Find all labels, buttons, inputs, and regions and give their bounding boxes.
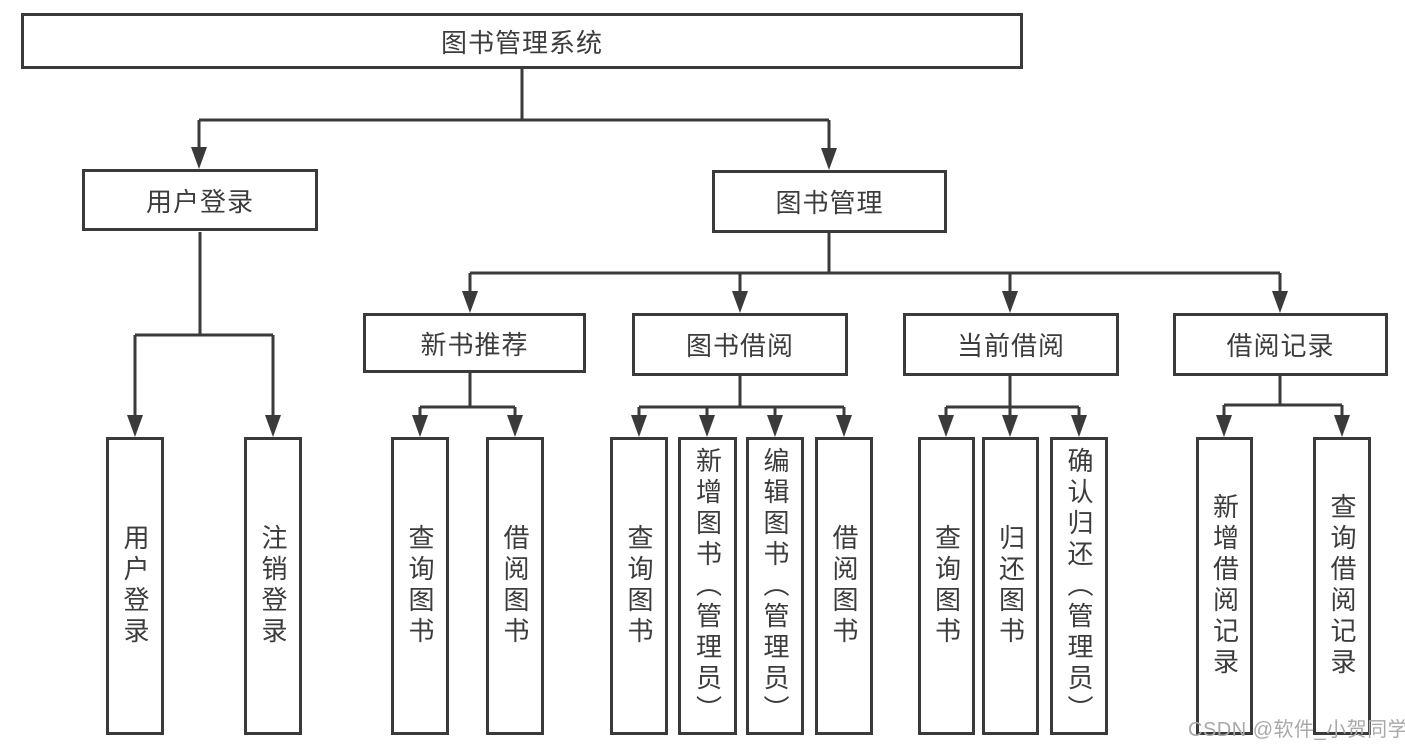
arrow-down-icon: [836, 415, 852, 437]
leaf-return-book-label: 归还图书: [995, 524, 1026, 648]
leaf-borrow-query-book-label: 查询图书: [624, 524, 654, 648]
leaf-borrow-book: 借阅图书: [815, 437, 873, 735]
tree-connector-path: [133, 69, 1344, 417]
arrow-down-icon: [767, 415, 783, 437]
leaf-recommend-borrow-book-label: 借阅图书: [500, 524, 530, 648]
leaf-borrow-query-book: 查询图书: [610, 437, 668, 735]
leaf-recommend-query-book: 查询图书: [391, 437, 449, 735]
arrow-down-icon: [412, 415, 428, 437]
node-borrow-record-label: 借阅记录: [1226, 331, 1335, 361]
leaf-current-query-book-label: 查询图书: [931, 524, 962, 648]
arrow-down-icon: [938, 415, 954, 437]
arrow-down-icon: [1334, 415, 1350, 437]
arrow-down-icon: [1002, 291, 1018, 313]
node-book-borrow: 图书借阅: [632, 313, 848, 376]
leaf-borrow-book-label: 借阅图书: [829, 524, 859, 648]
node-user-login: 用户登录: [82, 169, 318, 231]
leaf-confirm-return-admin: 确认归还（管理员）: [1050, 437, 1108, 735]
leaf-query-borrow-record: 查询借阅记录: [1313, 437, 1371, 735]
node-new-book-recommend: 新书推荐: [363, 313, 586, 373]
node-root-label: 图书管理系统: [440, 27, 603, 58]
leaf-logout-login: 注销登录: [244, 437, 302, 735]
leaf-recommend-query-book-label: 查询图书: [405, 524, 435, 648]
arrow-down-icon: [507, 415, 523, 437]
leaf-query-borrow-record-label: 查询借阅记录: [1327, 493, 1357, 679]
leaf-edit-book-admin: 编辑图书（管理员）: [746, 437, 804, 735]
leaf-current-query-book: 查询图书: [918, 437, 975, 735]
node-new-book-recommend-label: 新书推荐: [420, 329, 529, 360]
arrow-down-icon: [127, 415, 143, 437]
arrow-down-icon: [1002, 415, 1018, 437]
leaf-add-borrow-record-label: 新增借阅记录: [1209, 493, 1240, 679]
arrow-down-icon: [265, 415, 281, 437]
node-borrow-record: 借阅记录: [1173, 313, 1388, 376]
arrow-down-icon: [1071, 415, 1087, 437]
leaf-user-login: 用户登录: [106, 437, 164, 735]
leaf-confirm-return-admin-label: 确认归还（管理员）: [1064, 446, 1094, 726]
leaf-add-book-admin-label: 新增图书（管理员）: [692, 446, 723, 726]
leaf-add-book-admin: 新增图书（管理员）: [678, 437, 737, 735]
node-current-borrow: 当前借阅: [903, 313, 1119, 376]
node-user-login-label: 用户登录: [145, 186, 254, 217]
node-book-borrow-label: 图书借阅: [685, 331, 794, 361]
arrow-down-icon: [462, 291, 478, 313]
csdn-watermark: CSDN @软件_小贺同学: [1188, 719, 1405, 741]
arrow-down-icon: [699, 415, 715, 437]
leaf-edit-book-admin-label: 编辑图书（管理员）: [760, 446, 790, 726]
arrow-down-icon: [732, 291, 748, 313]
leaf-recommend-borrow-book: 借阅图书: [486, 437, 544, 735]
arrow-down-icons: [127, 147, 1350, 437]
arrow-down-icon: [191, 147, 207, 169]
arrow-down-icon: [1272, 291, 1288, 313]
leaf-logout-login-label: 注销登录: [258, 524, 288, 648]
leaf-return-book: 归还图书: [982, 437, 1039, 735]
node-book-management: 图书管理: [712, 170, 947, 233]
arrow-down-icon: [1216, 415, 1232, 437]
leaf-add-borrow-record: 新增借阅记录: [1196, 437, 1253, 735]
node-current-borrow-label: 当前借阅: [956, 331, 1065, 361]
arrow-down-icon: [821, 148, 837, 170]
arrow-down-icon: [631, 415, 647, 437]
node-book-management-label: 图书管理: [775, 188, 884, 218]
leaf-user-login-label: 用户登录: [120, 524, 150, 648]
node-root: 图书管理系统: [21, 13, 1023, 69]
